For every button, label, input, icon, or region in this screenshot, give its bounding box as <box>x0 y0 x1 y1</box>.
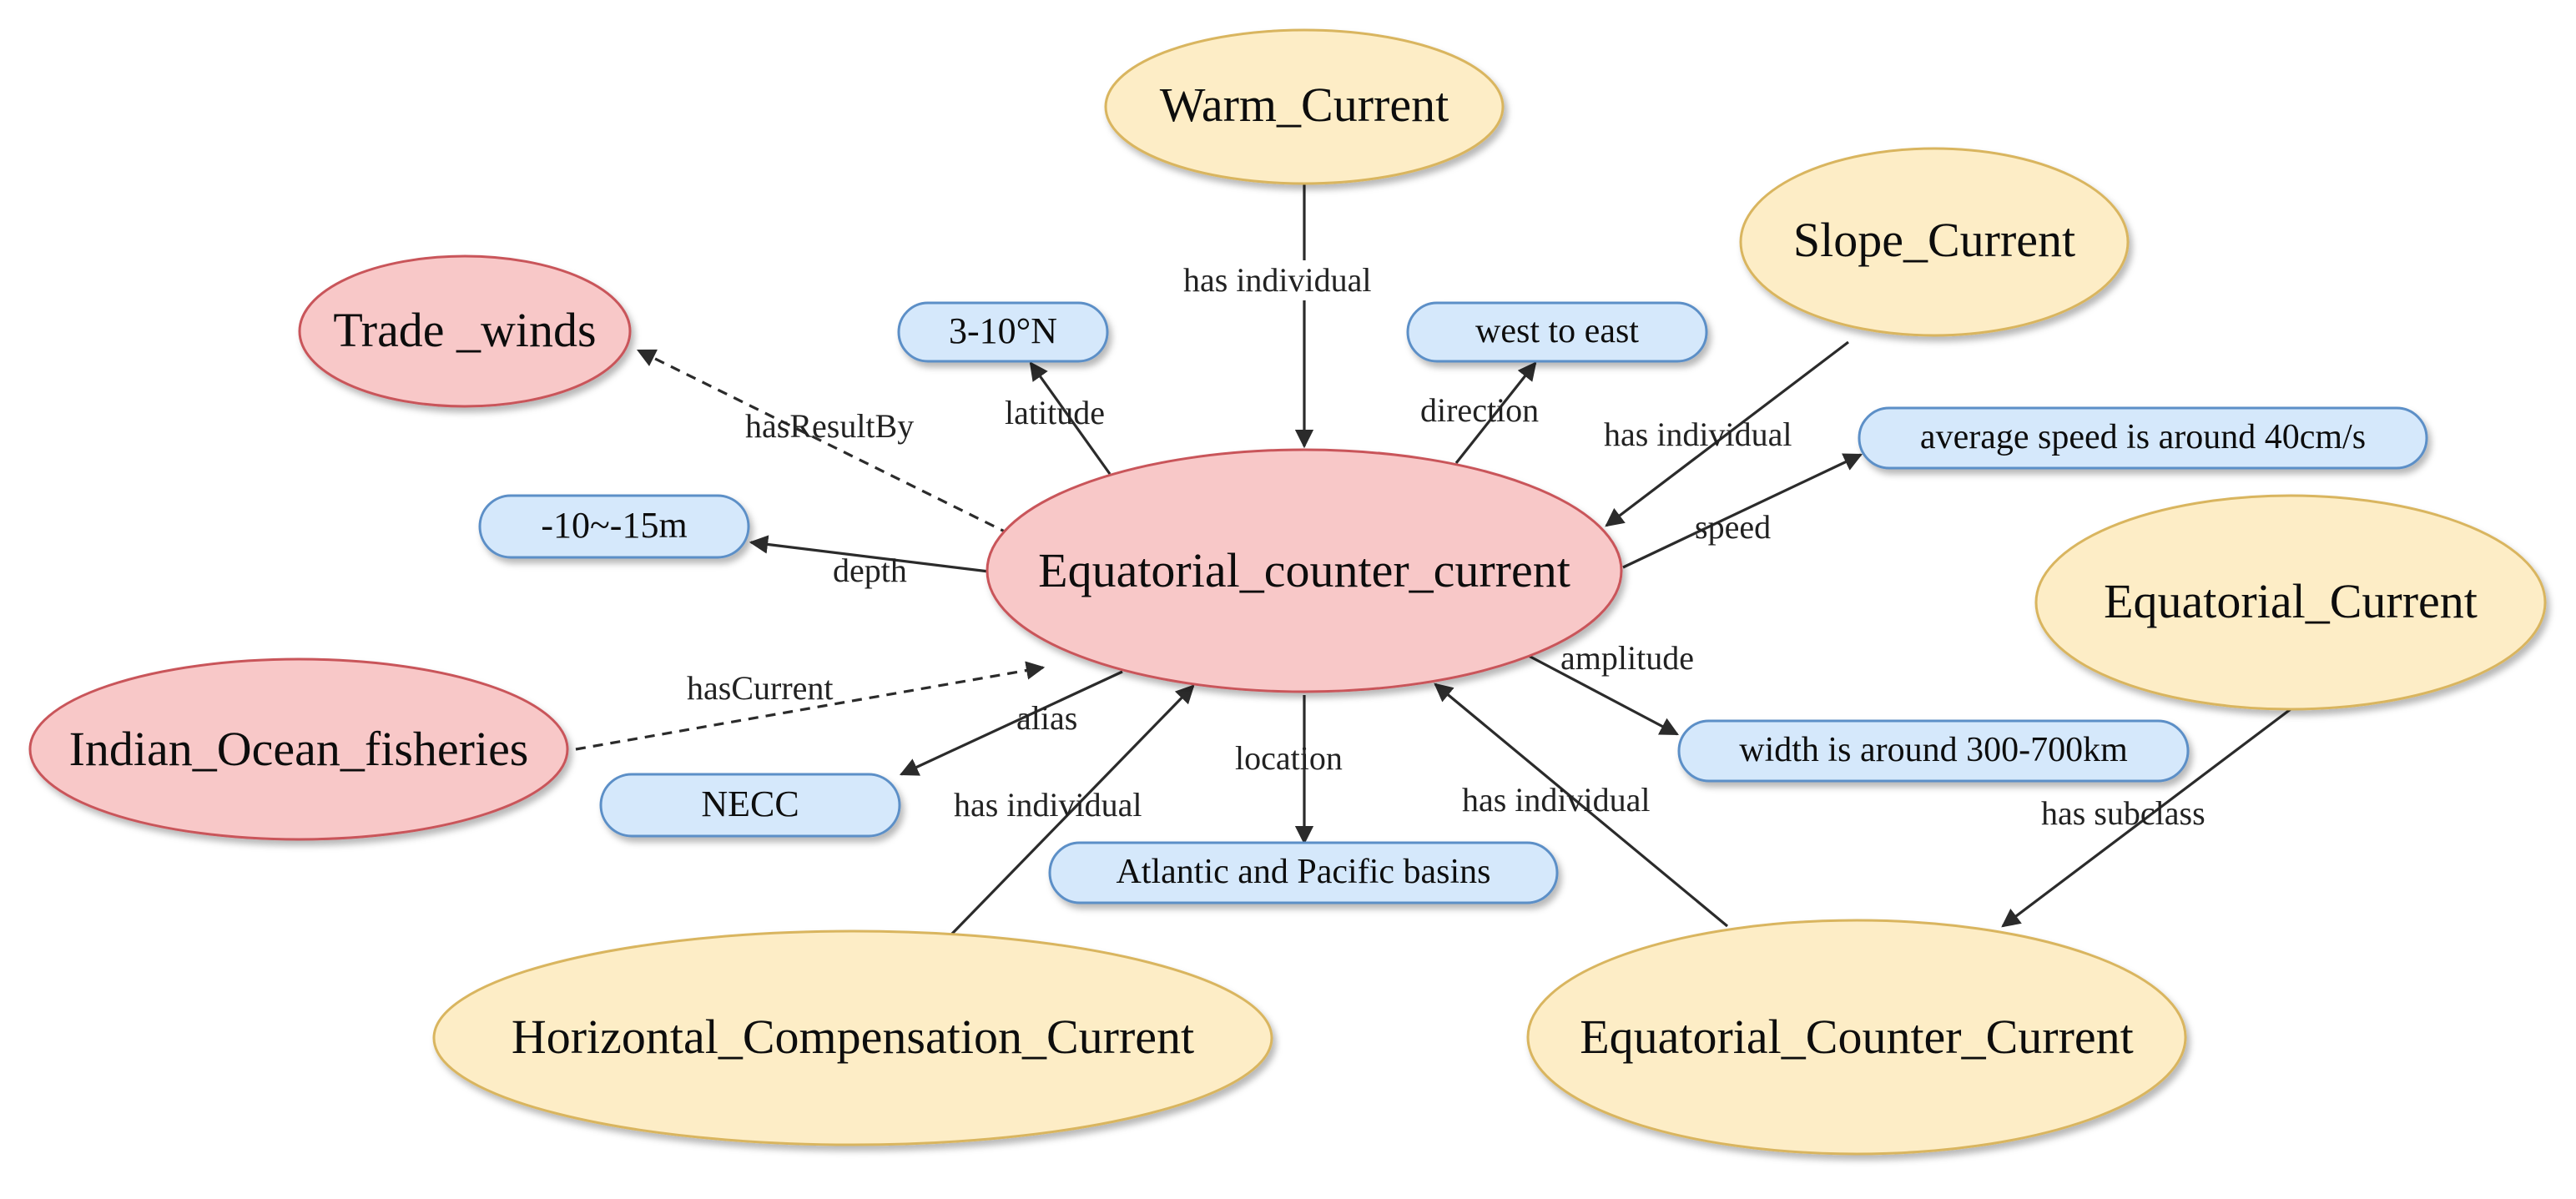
value-node-alias[interactable]: NECC <box>599 773 901 838</box>
instance-node-equatorial-counter-current[interactable]: Equatorial_counter_current <box>986 448 1623 693</box>
instance-node-trade-winds-label: Trade _winds <box>333 303 596 357</box>
edge-label-counter-has-individual: has individual <box>1462 781 1651 819</box>
edge-horizontal-has-individual <box>950 684 1195 936</box>
edge-label-has-subclass: has subclass <box>2041 794 2205 832</box>
edge-label-alias: alias <box>1016 699 1077 737</box>
value-node-location-label: Atlantic and Pacific basins <box>1116 853 1490 891</box>
edge-label-speed: speed <box>1695 508 1771 546</box>
class-node-warm-current[interactable]: Warm_Current <box>1104 28 1505 185</box>
value-node-direction[interactable]: west to east <box>1406 301 1708 363</box>
value-node-latitude-label: 3-10°N <box>949 310 1057 351</box>
value-node-speed[interactable]: average speed is around 40cm/s <box>1858 406 2428 470</box>
edge-label-has-current: hasCurrent <box>687 669 834 707</box>
class-node-equatorial-counter-current[interactable]: Equatorial_Counter_Current <box>1526 919 2187 1156</box>
instance-node-indian-ocean-fisheries-label: Indian_Ocean_fisheries <box>69 722 529 776</box>
edge-label-amplitude: amplitude <box>1560 639 1694 677</box>
value-node-depth[interactable]: -10~-15m <box>478 494 750 559</box>
edge-has-current <box>575 661 1046 751</box>
edge-label-location: location <box>1235 739 1343 777</box>
class-node-equatorial-current[interactable]: Equatorial_Current <box>2034 494 2547 711</box>
value-node-amplitude[interactable]: width is around 300-700km <box>1677 719 2190 783</box>
edge-label-horizontal-has-individual: has individual <box>954 786 1142 824</box>
edge-label-latitude: latitude <box>1005 394 1105 431</box>
value-node-depth-label: -10~-15m <box>541 505 687 546</box>
edge-label-slope-has-individual: has individual <box>1604 416 1792 453</box>
value-node-location[interactable]: Atlantic and Pacific basins <box>1048 841 1559 904</box>
value-node-amplitude-label: width is around 300-700km <box>1739 731 2128 769</box>
class-node-equatorial-counter-current-label: Equatorial_Counter_Current <box>1580 1010 2134 1064</box>
edge-direction <box>1454 361 1537 464</box>
class-node-slope-current-label: Slope_Current <box>1793 213 2075 267</box>
edges <box>575 182 2291 936</box>
edge-counter-has-individual <box>1434 683 1729 928</box>
class-node-equatorial-current-label: Equatorial_Current <box>2104 574 2478 628</box>
value-node-speed-label: average speed is around 40cm/s <box>1920 418 2366 456</box>
edge-slope-has-individual <box>1605 340 1849 527</box>
class-node-slope-current[interactable]: Slope_Current <box>1739 147 2130 337</box>
edge-labels: has individual has individual hasResultB… <box>687 260 2205 832</box>
class-node-horizontal-compensation-current-label: Horizontal_Compensation_Current <box>512 1010 1194 1064</box>
class-node-warm-current-label: Warm_Current <box>1160 78 1449 132</box>
edge-label-depth: depth <box>833 552 907 589</box>
edge-label-direction: direction <box>1420 391 1539 429</box>
edge-latitude <box>1029 361 1112 475</box>
edge-has-subclass <box>2001 708 2291 928</box>
value-node-alias-label: NECC <box>701 783 799 824</box>
edge-alias <box>899 670 1123 776</box>
edge-depth <box>749 535 990 573</box>
value-node-direction-label: west to east <box>1475 312 1639 350</box>
edge-label-warm-has-individual: has individual <box>1183 261 1372 299</box>
value-node-latitude[interactable]: 3-10°N <box>897 301 1109 363</box>
instance-node-indian-ocean-fisheries[interactable]: Indian_Ocean_fisheries <box>28 657 569 841</box>
instance-node-trade-winds[interactable]: Trade _winds <box>298 254 632 408</box>
edge-amplitude <box>1526 653 1679 736</box>
edge-label-has-result-by: hasResultBy <box>745 407 914 445</box>
class-node-horizontal-compensation-current[interactable]: Horizontal_Compensation_Current <box>432 929 1273 1146</box>
instance-node-equatorial-counter-current-label: Equatorial_counter_current <box>1038 543 1570 597</box>
edge-speed <box>1622 453 1863 569</box>
